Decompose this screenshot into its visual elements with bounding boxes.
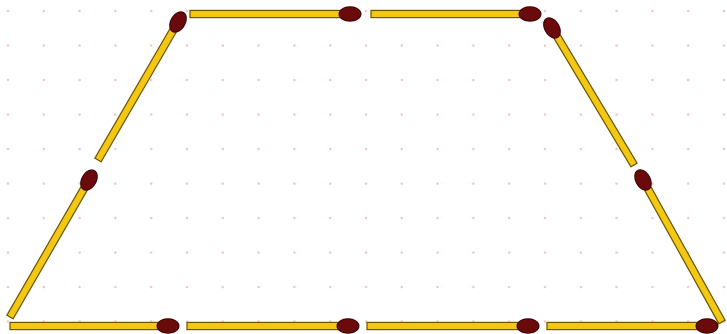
matchstick-body [187, 322, 342, 329]
matchstick-head-icon [157, 319, 179, 333]
matchstick-body [371, 10, 524, 17]
matchstick-head-icon [519, 7, 541, 21]
matchstick-body [547, 322, 701, 329]
matchstick-body [190, 10, 344, 17]
matchstick-body [367, 322, 522, 329]
matchstick-head-icon [339, 7, 361, 21]
matchstick-head-icon [517, 319, 539, 333]
matchstick-head-icon [337, 319, 359, 333]
matchstick-body [10, 322, 162, 329]
matchstick-head-icon [696, 319, 718, 333]
